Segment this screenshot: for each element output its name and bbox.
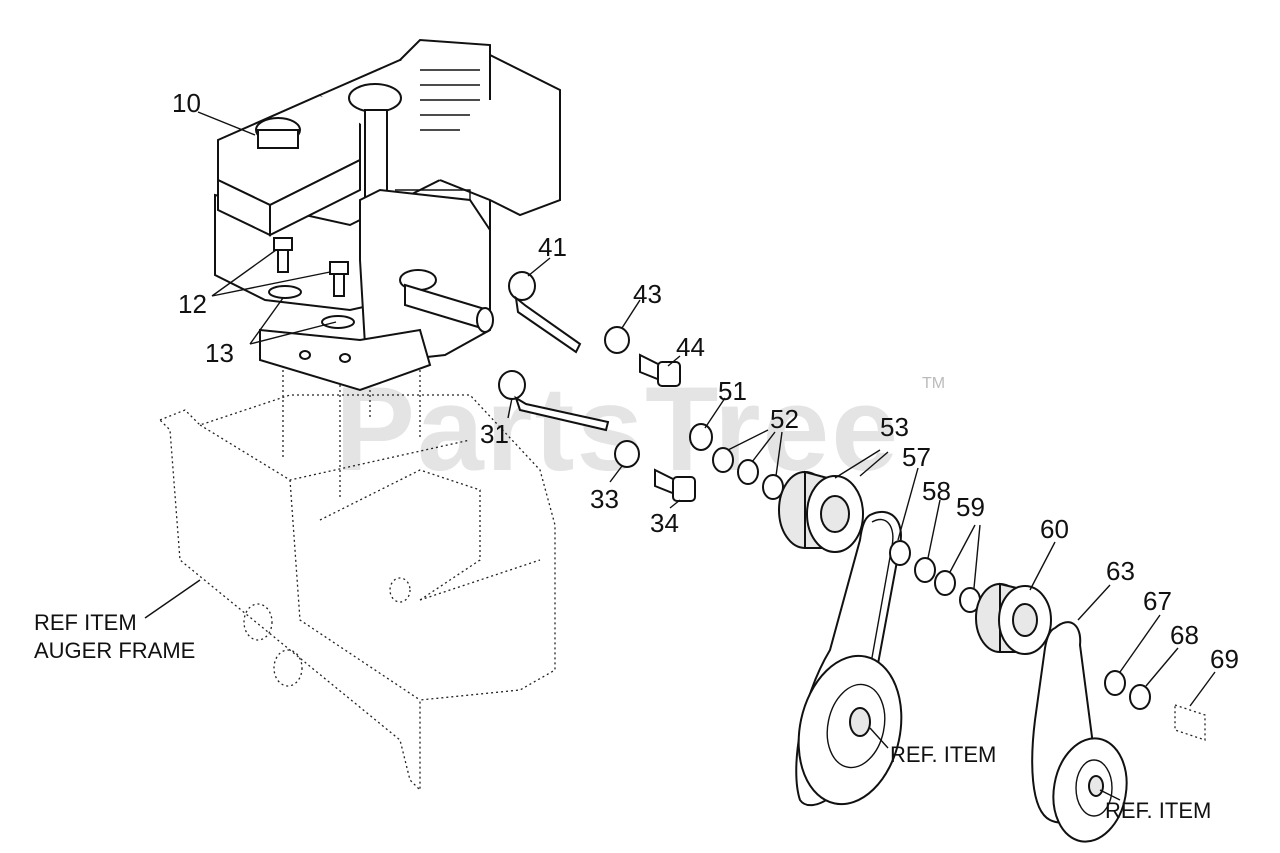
washer-67 [1104,670,1126,696]
note-auger-frame-line1: REF ITEM [34,610,137,635]
callout-63: 63 [1106,556,1135,586]
washer-59a [934,570,956,596]
callout-58: 58 [922,476,951,506]
callout-67: 67 [1143,586,1172,616]
washer-52b [737,459,759,485]
rod-41 [508,271,582,354]
engine [214,38,561,392]
washer-52a [712,447,734,473]
bolt-44 [639,353,681,387]
note-ref-item-1: REF. ITEM [890,742,996,767]
pulley-53 [778,470,864,553]
rod-31 [498,370,610,432]
bolt-34 [654,468,696,502]
callout-53: 53 [880,412,909,442]
callout-69: 69 [1210,644,1239,674]
callout-34: 34 [650,508,679,538]
callout-41: 41 [538,232,567,262]
callout-52: 52 [770,404,799,434]
pulley-60 [975,582,1052,655]
callout-68: 68 [1170,620,1199,650]
washer-43 [604,326,630,354]
washer-51 [689,423,713,451]
washer-68 [1129,684,1151,710]
washer-57 [889,540,911,566]
callout-60: 60 [1040,514,1069,544]
mounting-bolts [268,237,355,329]
washer-33 [614,440,640,468]
callout-44: 44 [676,332,705,362]
reference-notes: REF ITEM AUGER FRAME REF. ITEM REF. ITEM [34,610,1211,823]
note-ref-item-2: REF. ITEM [1105,798,1211,823]
callout-10: 10 [172,88,201,118]
washer-58 [914,557,936,583]
callouts: 10 12 13 41 43 44 31 33 34 51 52 53 57 5… [172,88,1239,674]
belt-63 [1031,621,1128,843]
callout-13: 13 [205,338,234,368]
washer-52c [762,474,784,500]
callout-33: 33 [590,484,619,514]
callout-12: 12 [178,289,207,319]
part-69 [1174,704,1206,741]
watermark-trademark: TM [922,375,945,392]
leader-lines [144,111,1216,801]
callout-31: 31 [480,419,509,449]
callout-43: 43 [633,279,662,309]
callout-51: 51 [718,376,747,406]
callout-59: 59 [956,492,985,522]
note-auger-frame-line2: AUGER FRAME [34,638,195,663]
callout-57: 57 [902,442,931,472]
